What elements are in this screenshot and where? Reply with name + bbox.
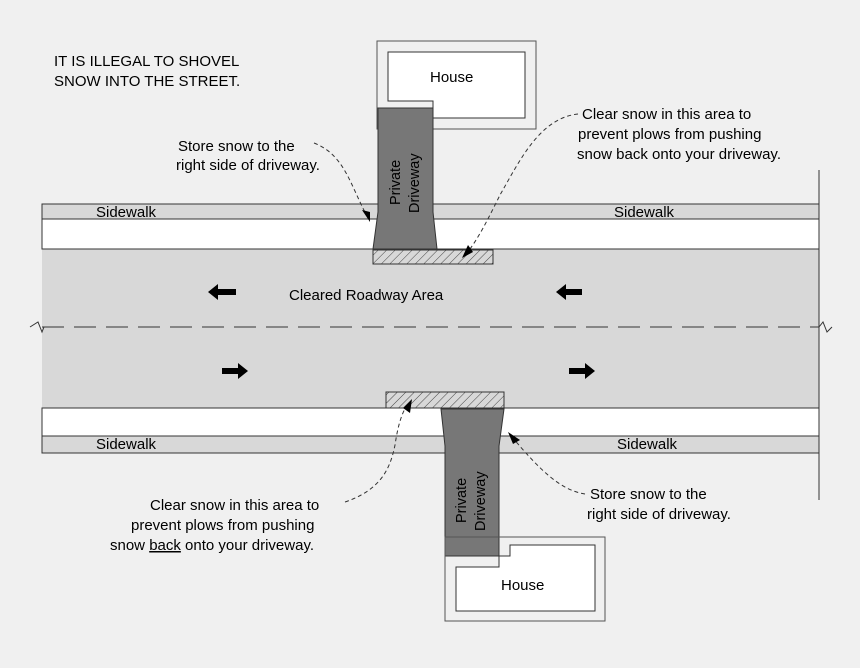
clear-zone-bottom bbox=[385, 391, 505, 409]
leader-arrowhead bbox=[462, 245, 473, 258]
sidewalk-label-top-right: Sidewalk bbox=[614, 204, 675, 221]
store-note-bottom-1: Store snow to the bbox=[590, 486, 707, 503]
leader-arrowhead bbox=[403, 399, 412, 413]
arrow-left-icon bbox=[556, 284, 582, 300]
house-label-top: House bbox=[430, 69, 473, 86]
driveway-label-top-2: Driveway bbox=[407, 153, 423, 213]
arrow-right-icon bbox=[222, 363, 248, 379]
store-note-bottom-2: right side of driveway. bbox=[587, 506, 731, 523]
driveway-label-top-1: Private bbox=[388, 160, 404, 205]
clear-note-top-2: prevent plows from pushing bbox=[578, 126, 761, 143]
break-mark-left bbox=[29, 321, 45, 334]
roadway bbox=[42, 249, 819, 408]
sidewalk-bottom bbox=[41, 435, 820, 454]
driveway-label-bottom-2: Driveway bbox=[473, 471, 489, 531]
leader-store-bottom bbox=[511, 436, 586, 495]
arrow-left-icon bbox=[208, 284, 236, 300]
house-bottom bbox=[455, 544, 596, 612]
clear-note-bottom-1: Clear snow in this area to bbox=[150, 497, 319, 514]
clear-note-bottom-3-post: onto your driveway. bbox=[181, 537, 314, 554]
clear-note-bottom-2: prevent plows from pushing bbox=[131, 517, 314, 534]
sidewalk-label-bottom-right: Sidewalk bbox=[617, 436, 678, 453]
notice-line-2: SNOW INTO THE STREET. bbox=[54, 73, 240, 90]
leader-arrowhead bbox=[362, 210, 370, 222]
store-note-top-2: right side of driveway. bbox=[176, 157, 320, 174]
clear-note-top-3: snow back onto your driveway. bbox=[577, 146, 781, 163]
house-lot-top bbox=[376, 40, 537, 130]
clear-note-bottom-3: snow back onto your driveway. bbox=[110, 537, 314, 554]
house-label-bottom: House bbox=[501, 577, 544, 594]
leader-store-top bbox=[313, 142, 369, 219]
break-mark-right bbox=[818, 321, 833, 333]
driveway-label-bottom-1: Private bbox=[454, 478, 470, 523]
boulevard-bottom bbox=[41, 407, 820, 437]
clear-note-bottom-3-pre: snow bbox=[110, 537, 149, 554]
arrow-right-icon bbox=[569, 363, 595, 379]
store-note-top-1: Store snow to the bbox=[178, 138, 295, 155]
driveway-top bbox=[372, 107, 438, 250]
leader-clear-top bbox=[465, 113, 579, 255]
clear-note-bottom-3-underlined: back bbox=[149, 537, 181, 554]
sidewalk-label-top-left: Sidewalk bbox=[96, 204, 157, 221]
leader-arrowhead bbox=[508, 432, 520, 444]
house-lot-bottom bbox=[444, 536, 606, 622]
notice-line-1: IT IS ILLEGAL TO SHOVEL bbox=[54, 53, 239, 70]
roadway-label: Cleared Roadway Area bbox=[289, 287, 444, 304]
leader-clear-bottom bbox=[344, 403, 409, 503]
sidewalk-label-bottom-left: Sidewalk bbox=[96, 436, 157, 453]
clear-note-top-1: Clear snow in this area to bbox=[582, 106, 751, 123]
clear-zone-top bbox=[372, 249, 494, 265]
